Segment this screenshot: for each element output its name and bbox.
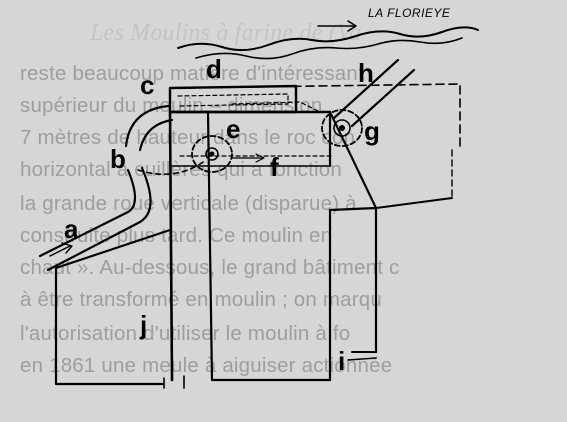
wheel-g [321, 109, 363, 147]
channel-a-arrow [49, 245, 71, 257]
wheel-e [191, 135, 233, 173]
label-e: e [226, 114, 241, 144]
ghost-line: 7 mètres de hauteur dans le roc con [20, 126, 356, 149]
label-c: c [140, 70, 155, 100]
river-bank-line [177, 26, 479, 51]
wheel-g-hub [333, 119, 351, 137]
label-g: g [364, 116, 380, 146]
ghost-line: la grande roue verticale (disparue) à [20, 192, 357, 215]
ghost-line: reste beaucoup matière d'intéressant [20, 62, 364, 85]
channel-a [38, 168, 137, 258]
label-f: f [270, 152, 279, 182]
ghost-line: horizontal à cuillères qui a fonction [20, 158, 342, 181]
flow-dashed [231, 101, 321, 113]
building-g [328, 110, 378, 354]
label-d: d [206, 54, 222, 84]
building-d [168, 84, 298, 114]
channel-c [124, 104, 170, 148]
wheel-g-axle [339, 125, 345, 131]
channel-b-dashed [137, 159, 207, 176]
channel-a [46, 166, 152, 272]
channel-h [332, 58, 400, 120]
ghost-line: construite plus tard. Ce moulin en [20, 224, 333, 247]
building-j [54, 266, 166, 386]
label-i: i [338, 346, 346, 376]
channel-h [350, 68, 416, 128]
wheel-e-axle [209, 151, 215, 157]
mill-partition [206, 110, 214, 382]
ghost-line: en 1861 une meule à aiguiser actionnée [20, 354, 393, 377]
dashed-outline [175, 83, 461, 151]
ghost-line: l'autorisation d'utiliser le moulin à fo [20, 322, 351, 345]
label-h: h [358, 58, 374, 88]
label-b: b [110, 144, 126, 174]
river-name-label: LA FLORIEYE [368, 6, 451, 20]
building-i-wall [347, 357, 377, 361]
mill-main-building [168, 110, 174, 382]
label-a: a [64, 214, 79, 244]
building-i [328, 206, 378, 212]
channel-c [138, 118, 174, 152]
wheel-e-hub [205, 147, 219, 161]
channel-a-arrow-head [61, 242, 73, 254]
building-j [54, 228, 172, 270]
label-j: j [140, 310, 148, 340]
building-d-inner [177, 93, 289, 107]
river-arrow-head [347, 20, 357, 32]
river-bank-line [195, 37, 463, 60]
building-right-wall [375, 197, 453, 209]
ghost-line: à être transformé en moulin ; on marqu [20, 288, 382, 311]
mill-flow-arrow-head [255, 153, 265, 163]
